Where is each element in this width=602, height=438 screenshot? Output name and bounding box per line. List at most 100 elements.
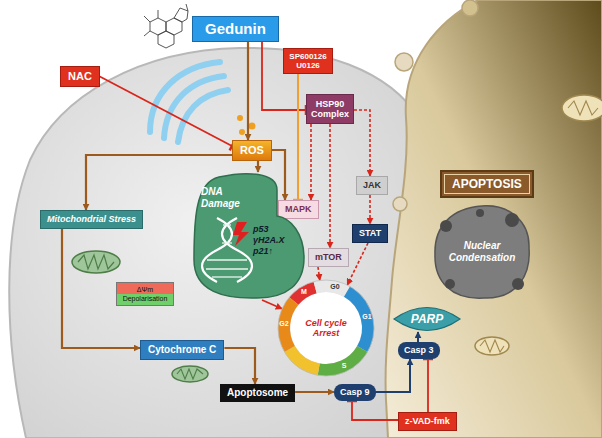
illustration-circle <box>393 197 407 211</box>
shape-part-circle <box>278 280 374 376</box>
illustration-g <box>562 95 602 121</box>
node-text: Casp 3 <box>404 345 434 356</box>
illustration-circle <box>239 129 245 135</box>
phase-label-holder: G0 <box>330 283 339 291</box>
node-text: HSP90 Complex <box>310 99 350 119</box>
pathway-box: MAPK <box>278 200 319 219</box>
illustration-ellipse <box>475 337 509 355</box>
illustration-circle <box>462 0 478 16</box>
drug-box: Gedunin <box>192 16 279 42</box>
illustration-g <box>172 366 208 382</box>
shape-part-circle <box>512 278 524 290</box>
illustration-circle <box>237 115 243 121</box>
illustration-ellipse <box>172 366 208 382</box>
connector <box>247 42 249 140</box>
illustration-g <box>72 251 120 273</box>
illustration-g <box>475 337 509 355</box>
illustration-path <box>386 0 602 438</box>
caspase-box: Casp 3 <box>398 342 440 359</box>
connector <box>295 391 334 393</box>
connector <box>354 110 370 176</box>
node-text: DNA Damage <box>201 186 251 212</box>
shape-part-circle <box>290 292 362 364</box>
shape-part-line <box>206 268 248 269</box>
node-text: SP600126 U0126 <box>287 52 329 70</box>
shape-part-circle <box>476 209 484 217</box>
connector <box>329 124 331 248</box>
phase-label: G0 <box>330 283 339 291</box>
illustration-g <box>144 4 188 48</box>
protein-complex-box: HSP90 Complex <box>306 94 354 124</box>
illustration-polyline <box>480 340 504 352</box>
phase-label-holder: G1 <box>362 313 371 321</box>
node-text: Casp 9 <box>340 387 370 398</box>
shape-part-circle <box>440 220 452 232</box>
connector <box>369 195 371 224</box>
node-text: Gedunin <box>205 20 266 38</box>
illustration-path <box>9 48 420 438</box>
connector <box>257 161 259 172</box>
connector <box>347 243 368 285</box>
phase-label: G1 <box>362 313 371 321</box>
illustration-circle <box>249 123 256 130</box>
phase-label: M <box>301 288 307 296</box>
illustration-ellipse <box>72 251 120 273</box>
shape-part-g <box>440 209 524 290</box>
process-box: Cytochrome C <box>140 340 224 360</box>
shape-part-line <box>207 259 247 260</box>
node-text: ΔΨm Depolarisation <box>119 285 171 303</box>
caspase-box: Casp 9 <box>334 384 376 401</box>
illustration-line <box>144 16 150 22</box>
phase-label: G2 <box>279 320 288 328</box>
process-box: Mitochondrial Stress <box>40 210 143 229</box>
illustration-ellipse <box>562 95 602 121</box>
pathway-box: mTOR <box>308 248 349 267</box>
shape-part-path <box>222 218 252 282</box>
node-text: Nuclear Condensation <box>442 240 522 264</box>
illustration-polygon <box>174 8 188 22</box>
connector <box>352 401 398 420</box>
inhibitor-box: z-VAD-fmk <box>398 412 457 431</box>
shape-part-line <box>223 224 231 225</box>
node-text: p53 γH2A.X p21↑ <box>253 224 297 257</box>
connector <box>318 267 320 280</box>
cell-cycle-ring: Cell cycle Arrest <box>278 280 374 376</box>
node-text: Mitochondrial Stress <box>47 214 136 225</box>
illustration-polyline <box>568 101 598 115</box>
illustration-line <box>158 10 159 18</box>
illustration-path <box>178 90 228 142</box>
shape-part-circle <box>445 279 455 289</box>
connector <box>376 359 411 392</box>
ros-box: ROS <box>232 140 272 161</box>
phase-label-holder: S <box>342 362 347 370</box>
node-text: ROS <box>240 144 264 157</box>
illustration-polyline <box>177 369 203 379</box>
inhibitor-box: NAC <box>60 66 100 87</box>
illustration-line <box>144 31 150 36</box>
outcome-box: APOPTOSIS <box>440 170 534 198</box>
pathway-box: STAT <box>352 224 388 243</box>
condensed-nucleus-shape: Nuclear Condensation <box>432 204 532 300</box>
shape-part-line <box>212 276 242 277</box>
illustration-polyline <box>78 255 114 269</box>
node-text: NAC <box>68 70 92 83</box>
process-box: Apoptosome <box>220 384 295 402</box>
shape-part-path <box>290 349 319 369</box>
inhibitor-box: SP600126 U0126 <box>283 48 333 74</box>
connector <box>297 74 299 200</box>
node-text: JAK <box>363 180 381 191</box>
phase-label: S <box>342 362 347 370</box>
shape-part-path <box>394 308 460 331</box>
node-text: APOPTOSIS <box>452 177 522 191</box>
node-text: Apoptosome <box>227 387 288 399</box>
node-text: Cell cycle Arrest <box>300 318 352 338</box>
connector <box>417 332 419 342</box>
process-box: ΔΨm Depolarisation <box>116 282 174 306</box>
node-text: mTOR <box>315 252 342 263</box>
nucleus-shape: DNA Damagep53 γH2A.X p21↑ <box>191 172 306 300</box>
shape-part-path <box>202 218 232 282</box>
connector <box>310 124 312 200</box>
shape-part-line <box>222 242 232 243</box>
shape-part-path <box>319 349 363 370</box>
